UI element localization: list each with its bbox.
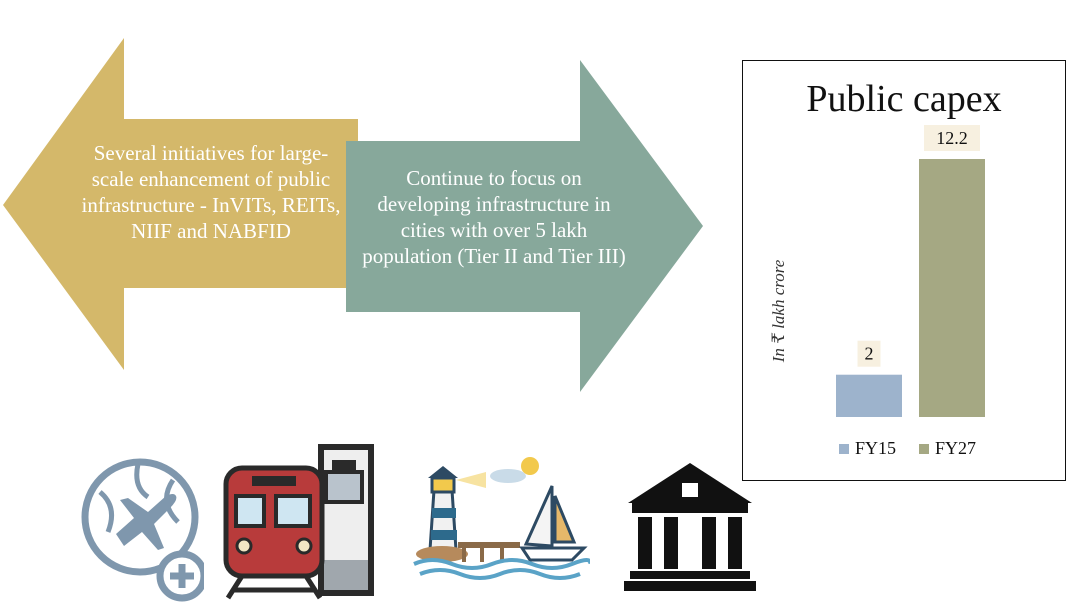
data-label: 2 <box>865 344 874 364</box>
globe-plane-plus-icon <box>81 458 204 602</box>
government-building-icon <box>624 463 756 591</box>
bar-fy15 <box>836 374 902 417</box>
data-label: 12.2 <box>936 128 968 148</box>
lighthouse-boat-icon <box>413 457 590 580</box>
right-arrow-text: Continue to focus on developing infrastr… <box>362 166 626 268</box>
data-label-bg <box>924 125 980 151</box>
bar-fy27 <box>919 159 985 417</box>
metro-train-icon <box>223 444 374 600</box>
left-arrow-text: Several initiatives for large-scale enha… <box>81 141 341 243</box>
legend-label-fy15: FY15 <box>855 438 896 458</box>
y-axis-label: In ₹ lakh crore <box>769 259 788 363</box>
chart-title: Public capex <box>806 78 1002 120</box>
left-arrow <box>3 38 358 370</box>
right-arrow <box>346 60 703 392</box>
legend-swatch-fy27 <box>919 444 929 454</box>
legend-swatch-fy15 <box>839 444 849 454</box>
data-label-bg <box>857 340 881 367</box>
legend-label-fy27: FY27 <box>935 438 976 458</box>
